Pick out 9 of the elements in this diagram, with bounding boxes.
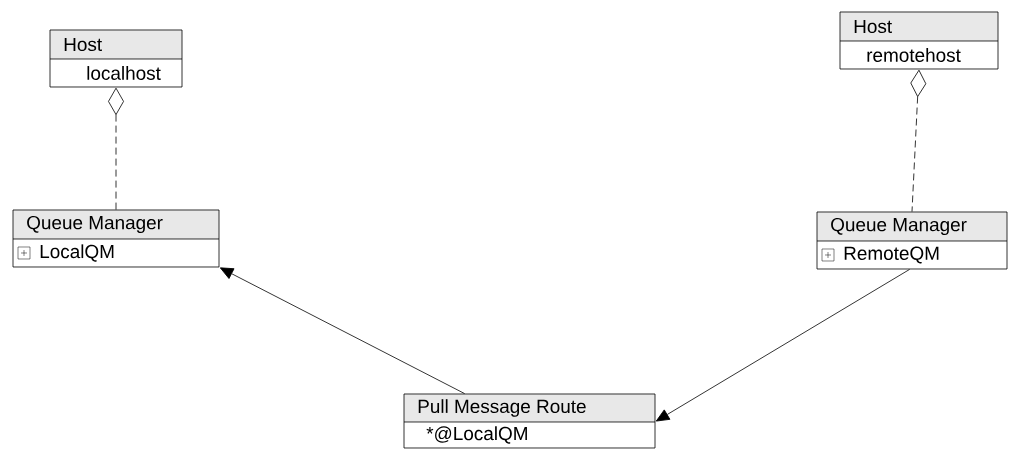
arrow	[655, 269, 910, 422]
aggregation-line	[910, 69, 927, 212]
aggregation-line	[108, 87, 124, 210]
class-box: Host remotehost	[839, 11, 999, 70]
class-box: Queue Manager LocalQM	[12, 209, 220, 268]
class-box: Queue Manager RemoteQM	[816, 211, 1008, 270]
class-box: Host localhost	[49, 29, 183, 88]
class-box: Pull Message Route *@LocalQM	[403, 393, 656, 449]
arrow	[219, 267, 465, 394]
